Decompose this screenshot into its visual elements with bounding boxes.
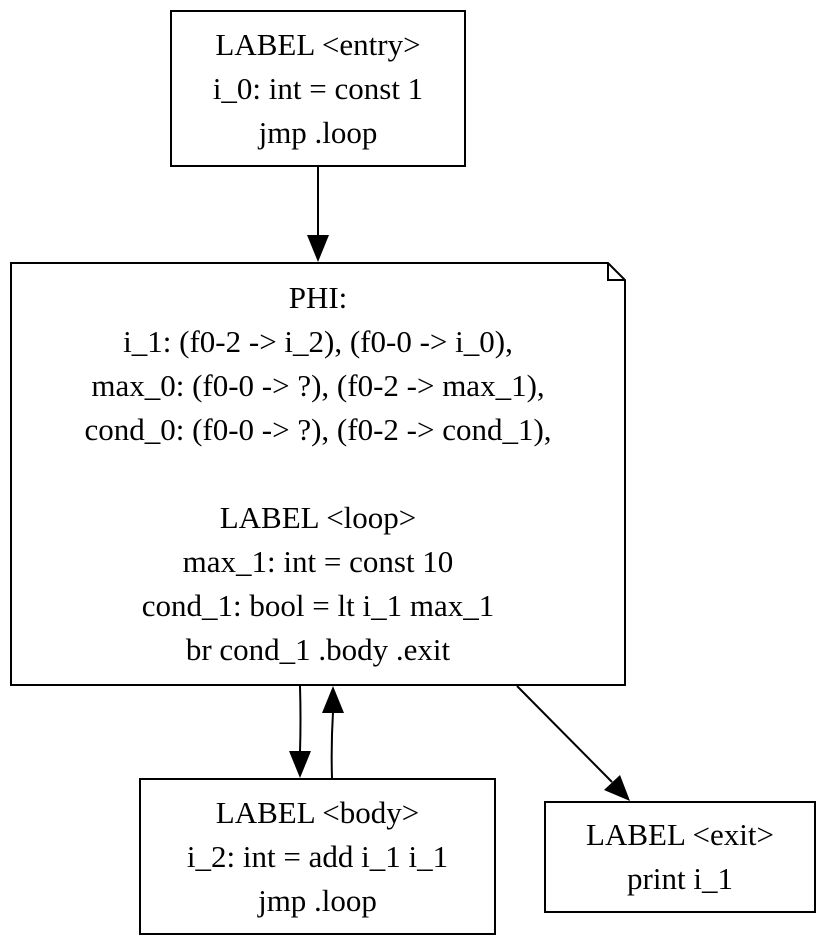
exit-instruction-line: print i_1 (627, 861, 733, 896)
edge-body-to-loop (330, 711, 334, 779)
loop-node-shape (10, 262, 626, 686)
entry-instruction-line: i_0: int = const 1 (212, 70, 424, 106)
edge-loop-to-exit (516, 685, 613, 783)
loop-node-fold (607, 263, 625, 281)
phi-line-max: max_0: (f0-0 -> ?), (f0-2 -> max_1), (91, 368, 545, 403)
body-instruction-line: i_2: int = add i_1 i_1 (186, 838, 449, 874)
exit-label-line: LABEL <exit> (586, 817, 774, 852)
loop-instruction-line: cond_1: bool = lt i_1 max_1 (141, 588, 495, 623)
arrowhead-loop-to-body (289, 751, 311, 778)
body-label-line: LABEL <body> (215, 794, 420, 830)
entry-label-line: LABEL <entry> (215, 26, 421, 62)
arrowhead-body-to-loop (322, 686, 344, 713)
loop-block-node: PHI: i_1: (f0-2 -> i_2), (f0-0 -> i_0), … (10, 262, 626, 686)
phi-line-i: i_1: (f0-2 -> i_2), (f0-0 -> i_0), (123, 324, 513, 359)
exit-block-node: LABEL <exit> print i_1 (544, 801, 816, 913)
loop-instruction-line: max_1: int = const 10 (182, 544, 454, 579)
loop-label-line: LABEL <loop> (219, 500, 417, 535)
arrowhead-entry-to-loop (307, 235, 329, 262)
entry-jump-line: jmp .loop (258, 114, 378, 150)
arrowhead-loop-to-exit (604, 775, 630, 801)
phi-line-cond: cond_0: (f0-0 -> ?), (f0-2 -> cond_1), (84, 412, 552, 447)
body-jump-line: jmp .loop (258, 882, 377, 918)
body-block-node: LABEL <body> i_2: int = add i_1 i_1 jmp … (139, 778, 496, 935)
loop-branch-line: br cond_1 .body .exit (185, 632, 451, 667)
phi-header: PHI: (288, 280, 348, 315)
entry-block-node: LABEL <entry> i_0: int = const 1 jmp .lo… (170, 10, 466, 167)
edge-loop-to-body (299, 685, 302, 753)
